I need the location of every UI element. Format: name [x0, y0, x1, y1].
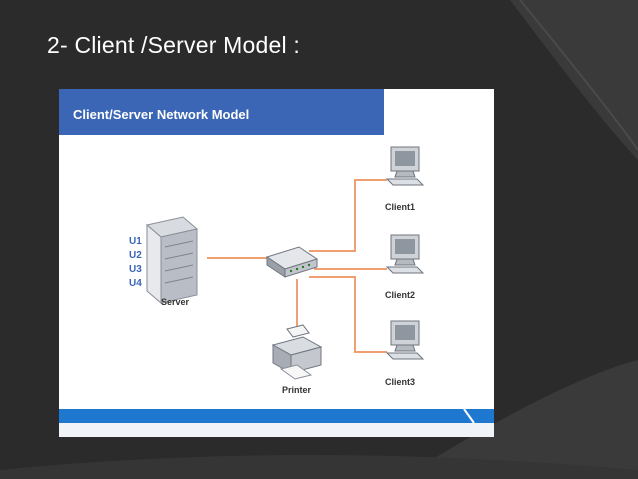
user-label-u1: U1	[129, 236, 142, 247]
diagram-footer	[59, 408, 494, 437]
printer-icon	[271, 324, 323, 380]
switch-icon	[265, 246, 319, 278]
client-server-diagram: Client/Server Network Model U1 U2 U3 U4 …	[59, 89, 494, 437]
client2-label: Client2	[385, 290, 415, 300]
user-label-u2: U2	[129, 250, 142, 261]
diagram-canvas: Client/Server Network Model U1 U2 U3 U4 …	[59, 89, 494, 437]
printer-label: Printer	[282, 385, 312, 395]
server-label: Server	[161, 297, 190, 307]
server-icon	[145, 216, 199, 305]
client1-icon	[385, 146, 425, 186]
link-switch-client3	[309, 276, 387, 353]
client3-icon	[385, 320, 425, 360]
client3-label: Client3	[385, 377, 415, 387]
network-links	[207, 179, 387, 353]
user-label-u3: U3	[129, 264, 142, 275]
diagram-header	[59, 89, 384, 135]
slide-title: 2- Client /Server Model :	[47, 32, 300, 58]
diagram-header-title: Client/Server Network Model	[73, 107, 249, 122]
client1-label: Client1	[385, 202, 415, 212]
client2-icon	[385, 234, 425, 274]
link-switch-client1	[309, 179, 387, 252]
user-label-u4: U4	[129, 278, 142, 289]
